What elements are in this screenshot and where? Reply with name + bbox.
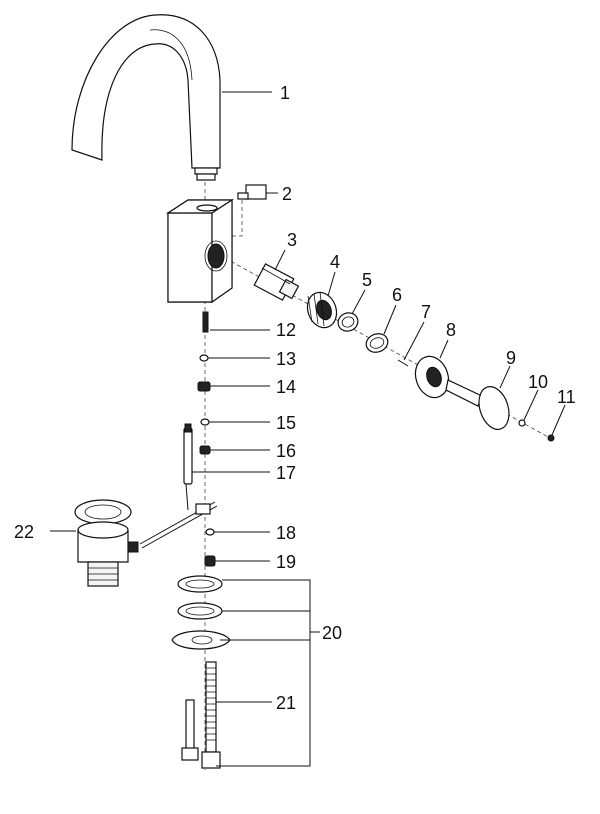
part-14-nut — [197, 381, 211, 392]
pop-up-linkage — [139, 483, 218, 549]
callout-4: 4 — [330, 252, 340, 272]
part-4-threaded-nut — [306, 291, 338, 329]
callout-2: 2 — [282, 184, 292, 204]
callout-7: 7 — [421, 302, 431, 322]
part-7-pin — [397, 359, 409, 367]
part-20-mounting-washers — [171, 575, 231, 650]
callout-13: 13 — [276, 349, 296, 369]
part-2-lever-insert — [237, 184, 267, 200]
part-18-washer — [205, 528, 215, 536]
callout-3: 3 — [287, 230, 297, 250]
callout-17: 17 — [276, 463, 296, 483]
part-9-handle-lever — [445, 379, 510, 430]
part-10-washer — [518, 419, 526, 427]
callout-20: 20 — [322, 623, 342, 643]
callout-22: 22 — [14, 522, 34, 542]
callout-11: 11 — [557, 387, 576, 407]
part-6-ring-inner — [369, 337, 385, 349]
part-5-o-ring-inner — [341, 316, 355, 328]
callout-21: 21 — [276, 693, 296, 713]
callout-12: 12 — [276, 320, 296, 340]
callout-18: 18 — [276, 523, 296, 543]
callout-16: 16 — [276, 441, 296, 461]
callout-1: 1 — [280, 83, 290, 103]
callout-8: 8 — [446, 320, 456, 340]
callout-10: 10 — [528, 372, 548, 392]
callout-14: 14 — [276, 377, 296, 397]
part-1-spout — [71, 14, 221, 181]
callout-15: 15 — [276, 413, 296, 433]
part-21-supply-hoses — [181, 661, 221, 769]
callout-19: 19 — [276, 552, 296, 572]
mixer-body — [165, 198, 235, 304]
part-3-cartridge — [253, 263, 300, 301]
part-22-pop-up-waste — [74, 499, 139, 587]
part-16-nut — [199, 445, 211, 455]
axis-part-2 — [232, 200, 243, 237]
callout-9: 9 — [506, 348, 516, 368]
part-19-nut — [204, 555, 216, 567]
part-11-screw — [547, 434, 555, 442]
part-15-washer — [200, 418, 210, 426]
leader-lines — [50, 91, 566, 767]
part-8-handle-hub — [414, 355, 450, 399]
part-12-stud — [202, 311, 209, 333]
callout-6: 6 — [392, 285, 402, 305]
part-17-rod — [183, 423, 193, 485]
callout-5: 5 — [362, 270, 372, 290]
part-13-washer — [199, 354, 209, 362]
